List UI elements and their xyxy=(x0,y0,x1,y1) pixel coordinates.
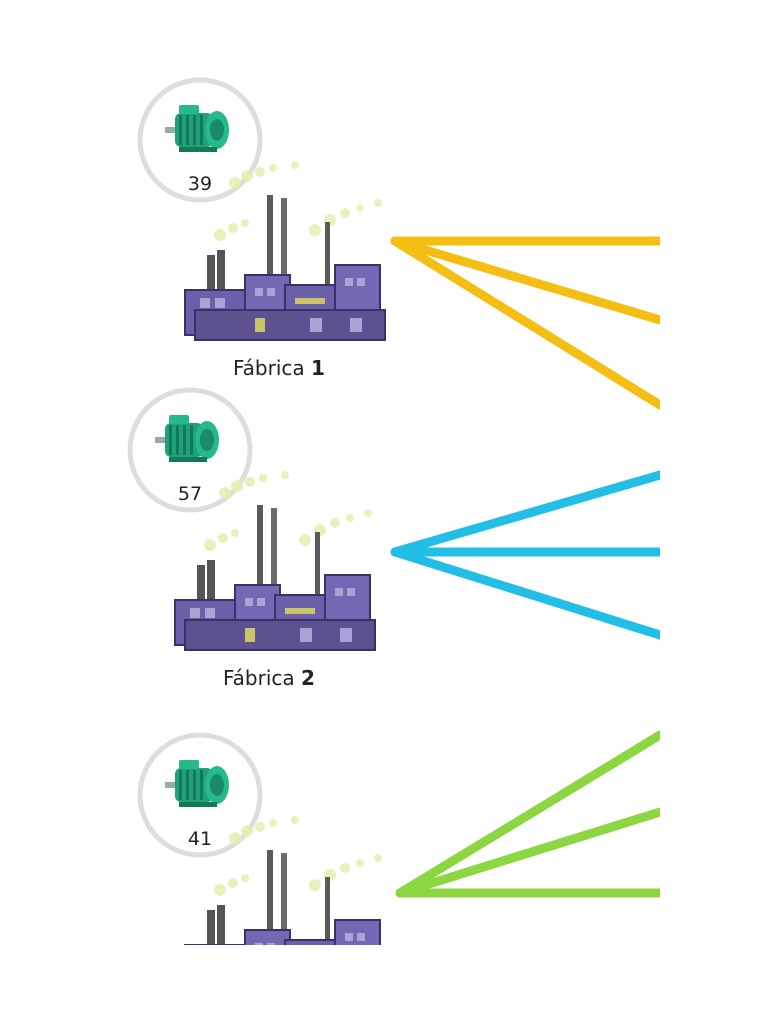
route-line xyxy=(400,735,660,893)
motor-count: 41 xyxy=(170,828,230,850)
factory-graphics xyxy=(95,60,395,360)
route-line xyxy=(395,241,660,405)
factory-icon xyxy=(175,505,375,650)
diagram-canvas: 39 Fábrica 1 xyxy=(95,55,660,945)
motor-count: 39 xyxy=(170,173,230,195)
factory-node: 41 xyxy=(95,715,395,945)
factory-label: Fábrica 2 xyxy=(223,666,315,690)
factory-icon xyxy=(185,195,385,340)
routes-factory-1 xyxy=(395,241,660,405)
factory-label-number: 2 xyxy=(301,666,315,690)
route-line xyxy=(400,812,660,893)
factory-node: 39 Fábrica 1 xyxy=(95,60,395,380)
factory-label-name: Fábrica xyxy=(223,666,301,690)
routes-factory-2 xyxy=(395,475,660,635)
route-line xyxy=(395,552,660,635)
motor-count: 57 xyxy=(160,483,220,505)
route-line xyxy=(395,475,660,552)
factory-graphics xyxy=(95,370,385,670)
factory-graphics xyxy=(95,715,395,945)
route-line xyxy=(395,241,660,320)
routes-factory-3 xyxy=(400,735,660,893)
factory-icon xyxy=(185,850,385,945)
factory-node: 57 Fábrica 2 xyxy=(95,370,385,690)
